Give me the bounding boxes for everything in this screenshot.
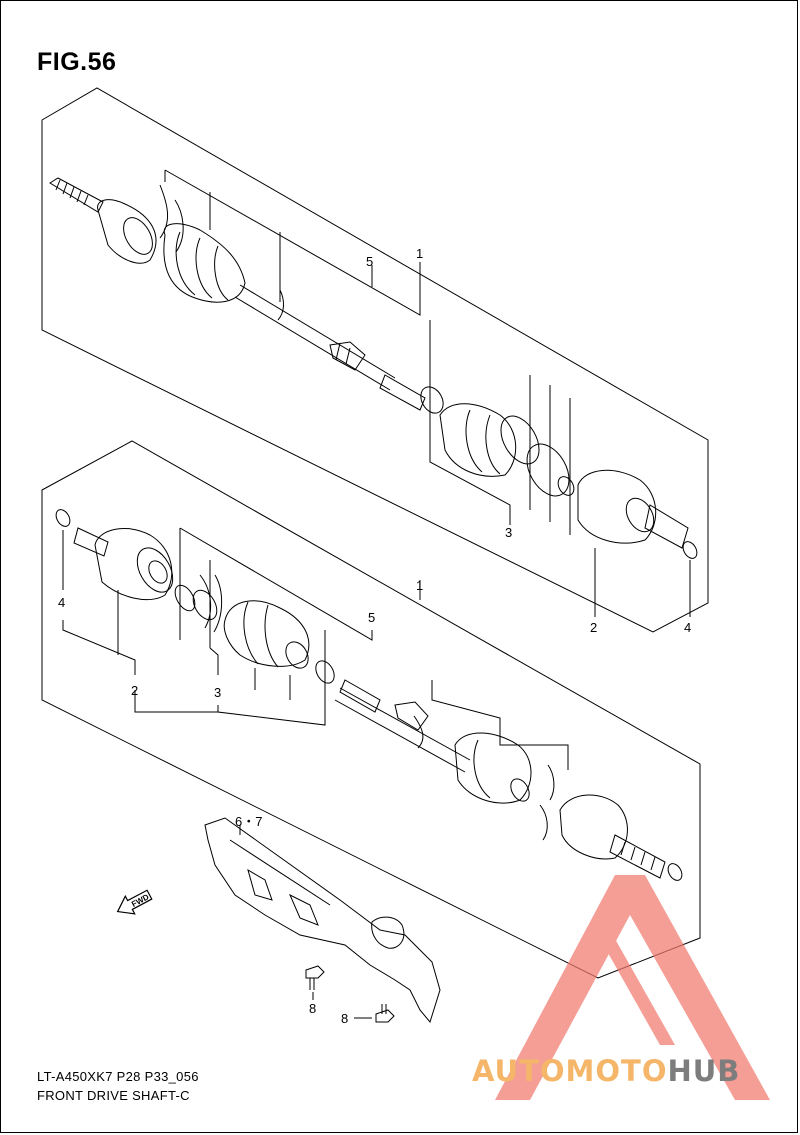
callout-upper-2: 2 xyxy=(590,620,597,635)
callout-lower-2: 2 xyxy=(131,683,138,698)
model-code: LT-A450XK7 P28 P33_056 xyxy=(37,1069,199,1084)
callout-bolt-a: 8 xyxy=(309,1001,316,1016)
lower-leader-lines xyxy=(62,527,569,770)
callout-numbers: 1 5 3 2 4 4 1 5 2 3 6・7 8 8 xyxy=(58,246,691,1026)
diagram-caption: FRONT DRIVE SHAFT-C xyxy=(37,1088,190,1103)
callout-upper-4: 4 xyxy=(684,620,691,635)
callout-lower-5: 5 xyxy=(368,610,375,625)
callout-upper-1: 1 xyxy=(416,246,423,261)
callout-upper-5: 5 xyxy=(366,254,373,269)
watermark-logo xyxy=(495,875,770,1100)
callout-bolt-b: 8 xyxy=(341,1011,348,1026)
upper-assembly-frame xyxy=(41,87,709,633)
callout-lower-1: 1 xyxy=(416,578,423,593)
watermark-text: AUTOMOTOHUB xyxy=(472,1054,740,1088)
fwd-arrow: FWD xyxy=(116,889,153,915)
skid-guard xyxy=(204,817,441,1024)
bolt-b-shape xyxy=(354,1004,395,1023)
callout-lower-4: 4 xyxy=(58,595,65,610)
callout-guard-6-7: 6・7 xyxy=(235,814,262,829)
callout-lower-3: 3 xyxy=(214,685,221,700)
figure-title: FIG.56 xyxy=(37,48,117,76)
watermark-text-a: AUTOMOTO xyxy=(472,1054,668,1088)
bolt-a-shape xyxy=(305,965,325,990)
watermark-text-b: HUB xyxy=(667,1054,741,1088)
lower-assembly-frame xyxy=(41,440,701,979)
upper-drive-shaft xyxy=(49,177,698,559)
upper-leader-lines xyxy=(164,169,691,617)
callout-upper-3: 3 xyxy=(505,525,512,540)
lower-drive-shaft xyxy=(55,509,683,881)
